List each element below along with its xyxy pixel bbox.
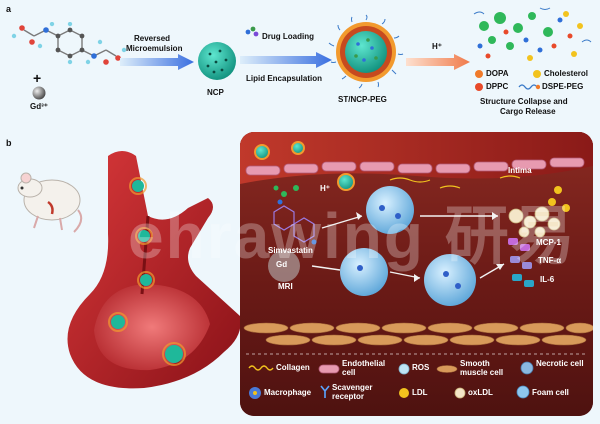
- legend-oxldl: oxLDL: [468, 388, 493, 397]
- ncp-particle-icon: [198, 42, 236, 80]
- watermark: ehrawing 研易: [128, 200, 577, 272]
- legend-foam: Foam cell: [532, 388, 569, 397]
- legend-scavenger: Scavenger receptor: [332, 383, 373, 401]
- legend-dspe-peg: DSPE-PEG: [542, 82, 584, 91]
- ligand-molecule-icon: [11, 22, 127, 65]
- endothelial-cell-icon: [318, 364, 340, 374]
- legend-dopa: DOPA: [486, 69, 509, 78]
- smooth-muscle-cell-icon: [436, 365, 458, 373]
- drug-icon: [245, 26, 259, 37]
- collagen-icon: [248, 365, 274, 371]
- plaque-detail-panel: Intima H⁺ Simvastatin Gd MRI MCP-1 TNF-α…: [240, 132, 593, 416]
- macrophage-icon: [249, 387, 261, 399]
- ros-icon: [398, 363, 410, 375]
- step1-arrow: [120, 54, 194, 70]
- panel-a-label: a: [6, 4, 12, 14]
- mouse-icon: [17, 172, 83, 233]
- step1-label-line2: Microemulsion: [126, 44, 183, 53]
- dppc-icon: [475, 83, 483, 91]
- legend-ldl: LDL: [412, 388, 428, 397]
- legend-endothelial: Endothelial cell: [342, 359, 386, 377]
- cytokine-mcp1-label: MCP-1: [536, 238, 561, 247]
- step3-proton-label: H⁺: [432, 42, 442, 51]
- ncp-label: NCP: [207, 88, 224, 97]
- legend-ros: ROS: [412, 363, 430, 372]
- cytokine-il6-label: IL-6: [540, 275, 555, 284]
- cargo-release-icon: [473, 7, 592, 61]
- step1-label-line1: Reversed: [134, 34, 171, 43]
- ldl-icon: [399, 388, 409, 398]
- gd-label: Gd: [276, 260, 288, 269]
- gd-ion-label: Gd³⁺: [30, 102, 48, 111]
- dspe-peg-icon: [518, 84, 540, 90]
- step2-arrow: [240, 52, 332, 68]
- legend-smooth-muscle: Smooth muscle cell: [460, 359, 504, 377]
- st-ncp-peg-label: ST/NCP-PEG: [338, 95, 387, 104]
- artery-section-icon: [67, 151, 241, 389]
- legend-necrotic: Necrotic cell: [536, 359, 584, 368]
- intima-label: Intima: [508, 166, 532, 175]
- legend-cholesterol: Cholesterol: [544, 69, 589, 78]
- release-label-line2: Cargo Release: [500, 107, 556, 116]
- foam-cell-icon: [516, 385, 530, 399]
- plus-sign: +: [33, 70, 42, 86]
- step2-label-bottom: Lipid Encapsulation: [246, 74, 323, 83]
- gd-ion-icon: [32, 86, 46, 100]
- legend-collagen: Collagen: [276, 363, 310, 372]
- plaque-background: [240, 132, 593, 416]
- mri-label: MRI: [278, 282, 293, 291]
- step3-arrow: [406, 54, 470, 70]
- proton-label: H⁺: [320, 184, 330, 193]
- legend-macrophage: Macrophage: [264, 388, 312, 397]
- panel-b-label: b: [6, 138, 12, 148]
- dopa-icon: [475, 70, 483, 78]
- simvastatin-label: Simvastatin: [268, 246, 313, 255]
- scavenger-receptor-icon: [320, 385, 330, 398]
- st-ncp-peg-particle-icon: [328, 14, 404, 89]
- cytokine-tnfa-label: TNF-α: [538, 256, 562, 265]
- legend-dppc: DPPC: [486, 82, 509, 91]
- necrotic-cell-icon: [520, 361, 534, 375]
- step2-label-top: Drug Loading: [262, 32, 314, 41]
- release-label-line1: Structure Collapse and: [480, 97, 568, 106]
- cholesterol-icon: [533, 70, 541, 78]
- oxldl-icon: [454, 387, 466, 399]
